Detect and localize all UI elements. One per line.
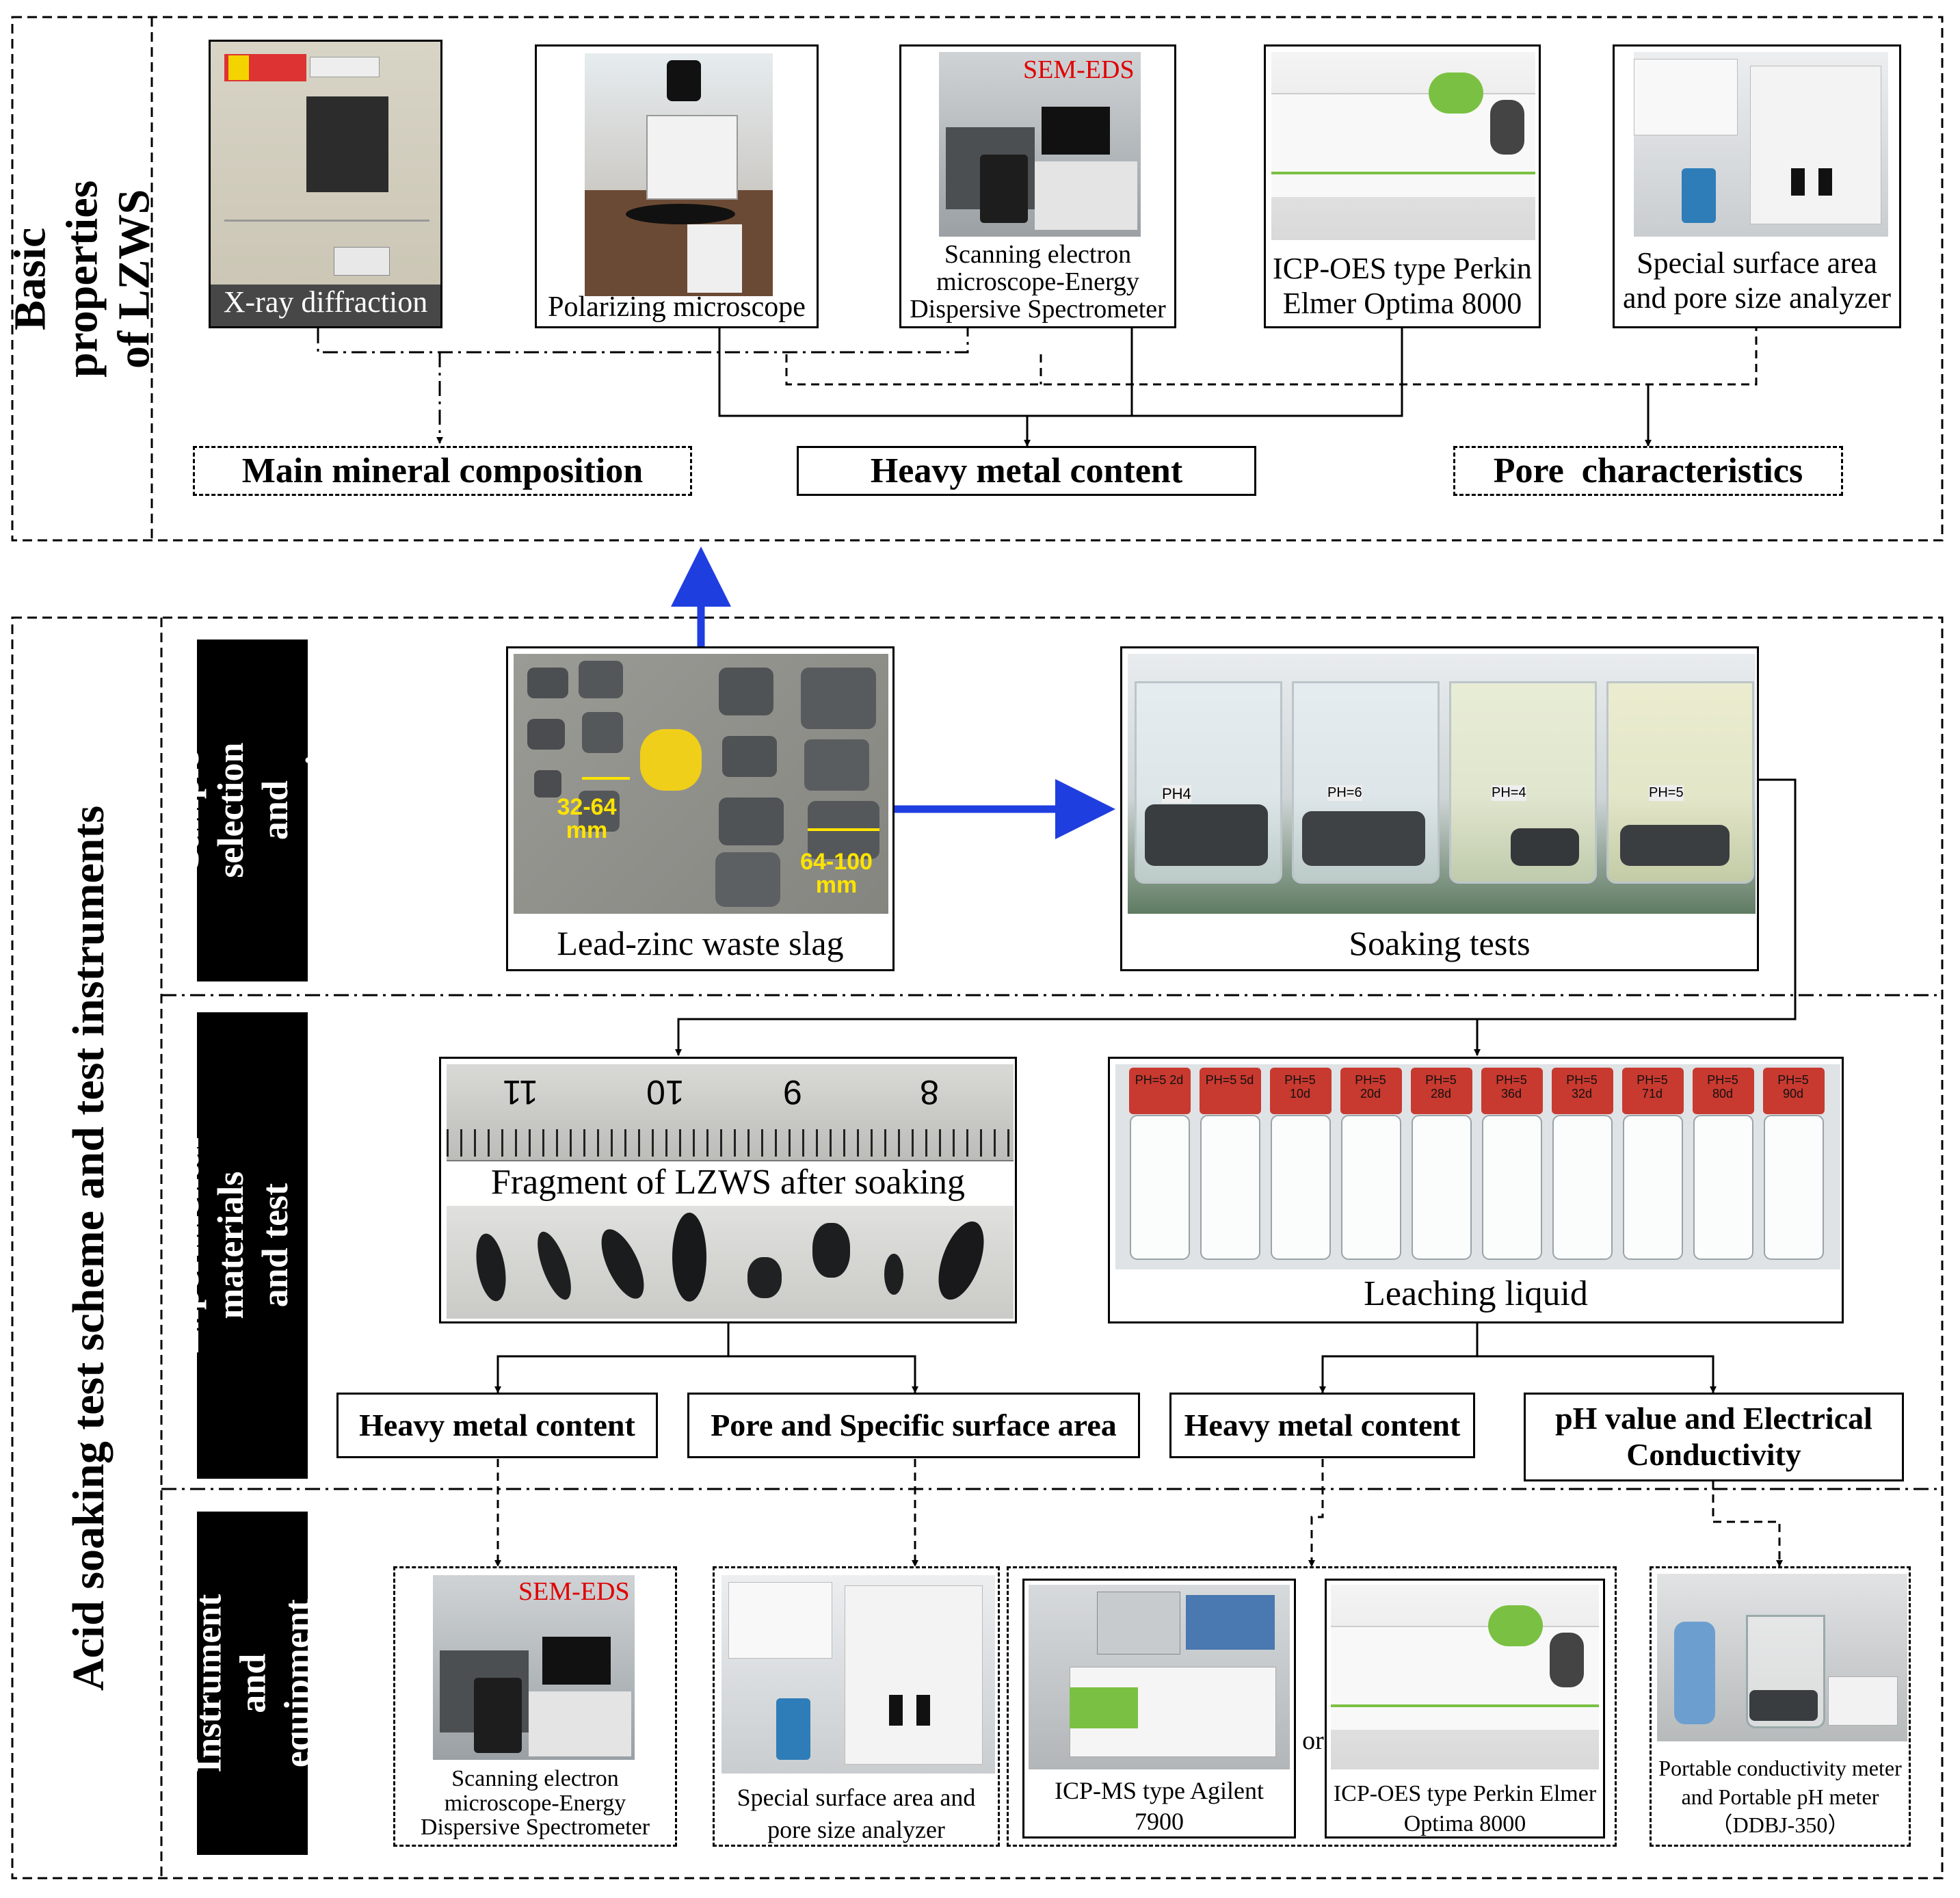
soaking-caption: Soaking tests	[1349, 923, 1531, 962]
vial-label-8: PH=5 71d	[1637, 1073, 1668, 1100]
ph-ec-label: pH value and Electrical Conductivity	[1555, 1401, 1872, 1472]
surface-area-top-photo: Special surface area and pore size analy…	[1613, 44, 1901, 328]
portable-meter-caption: Portable conductivity meter and Portable…	[1658, 1756, 1902, 1838]
sem-top-caption: Scanning electron microscope-Energy Disp…	[910, 240, 1166, 324]
ruler-tick-9: 9	[783, 1073, 802, 1111]
polarizing-microscope-image	[585, 53, 773, 296]
vial-label-9: PH=5 80d	[1707, 1073, 1738, 1100]
icp-oes-bottom-caption: ICP-OES type Perkin Elmer Optima 8000	[1333, 1781, 1597, 1837]
sem-bottom-tag: SEM-EDS	[518, 1577, 630, 1606]
soaking-image	[1128, 654, 1756, 914]
heavy-metal-links	[718, 328, 1403, 447]
polarizing-caption: Polarizing microscope	[548, 291, 806, 323]
leach-to-tests	[1321, 1323, 1714, 1390]
ruler-tick-11: 11	[503, 1073, 538, 1111]
heavy-metal-top-box: Heavy metal content	[797, 446, 1256, 496]
heavy-metal-top-label: Heavy metal content	[870, 451, 1183, 490]
slag-image	[514, 654, 888, 914]
leaching-photo: PH=5 2d PH=5 5d PH=5 10d PH=5 20d PH=5 2…	[1108, 1057, 1844, 1323]
soaking-photo: PH4 PH=6 PH=4 PH=5 Soaking tests	[1120, 646, 1759, 971]
mineral-composition-label: Main mineral composition	[241, 451, 644, 490]
pore-surface-box: Pore and Specific surface area	[687, 1393, 1140, 1458]
beaker-label-1: PH4	[1162, 785, 1191, 803]
sem-bottom-caption: Scanning electron microscope-Energy Disp…	[420, 1766, 650, 1841]
fragment-caption: Fragment of LZWS after soaking	[447, 1161, 1009, 1204]
slag-size-small: 32-64 mm	[557, 794, 617, 843]
icp-oes-bottom-photo: ICP-OES type Perkin Elmer Optima 8000	[1325, 1579, 1605, 1838]
xrd-cabinet-image	[211, 42, 440, 326]
heavy-metal-fragment-label: Heavy metal content	[359, 1407, 635, 1442]
beaker-label-4: PH=5	[1649, 785, 1684, 801]
vial-label-5: PH=5 28d	[1425, 1073, 1457, 1100]
label-sample-selection: Sample selection and preparation	[165, 640, 339, 981]
vial-label-2: PH=5 5d	[1205, 1073, 1254, 1087]
xrd-photo: X-ray diffraction	[209, 40, 442, 328]
pore-surface-label: Pore and Specific surface area	[711, 1407, 1117, 1442]
fragment-photo: 11 10 9 8 Fragment of LZWS after soaking	[439, 1057, 1017, 1323]
icp-ms-image	[1029, 1585, 1290, 1769]
polarizing-photo: Polarizing microscope	[535, 44, 819, 328]
fragments-image	[447, 1206, 1014, 1319]
vial-label-3: PH=5 10d	[1284, 1073, 1316, 1100]
label-acid-soaking: Acid soaking test scheme and test instru…	[64, 805, 114, 1691]
mineral-links	[317, 328, 969, 444]
xrd-caption: X-ray diffraction	[223, 285, 428, 319]
icp-ms-photo: ICP-MS type Agilent 7900	[1022, 1579, 1296, 1838]
or-label: or	[1302, 1726, 1324, 1755]
surface-area-bottom-photo: Special surface area and pore size analy…	[713, 1566, 1000, 1847]
heavy-metal-leach-box: Heavy metal content	[1169, 1393, 1475, 1458]
surface-area-bottom-image	[721, 1575, 995, 1774]
pore-characteristics-box: Pore characteristics	[1453, 446, 1843, 496]
slag-size-large: 64-100 mm	[800, 849, 873, 898]
sem-bottom-image	[433, 1575, 635, 1760]
beaker-label-3: PH=4	[1492, 785, 1526, 801]
vial-label-6: PH=5 36d	[1496, 1073, 1527, 1100]
label-instrument-equipment: Instrument and equipment	[187, 1512, 317, 1855]
mineral-composition-box: Main mineral composition	[193, 446, 692, 496]
icp-ms-caption: ICP-MS type Agilent 7900	[1054, 1777, 1264, 1835]
slag-caption: Lead-zinc waste slag	[557, 923, 844, 962]
label-experimental-materials: Experimental materials and test contents	[165, 1012, 339, 1479]
arrow-heads-materials	[675, 1036, 1481, 1056]
beaker-label-2: PH=6	[1327, 785, 1362, 801]
vial-label-1: PH=5 2d	[1135, 1073, 1184, 1087]
vial-label-7: PH=5 32d	[1566, 1073, 1598, 1100]
pore-characteristics-label: Pore characteristics	[1493, 451, 1803, 490]
icp-oes-top-image	[1271, 52, 1535, 240]
vial-label-4: PH=5 20d	[1355, 1073, 1386, 1100]
pore-links	[785, 328, 1758, 386]
surface-area-bottom-caption: Special surface area and pore size analy…	[737, 1784, 976, 1843]
heavy-metal-fragment-box: Heavy metal content	[336, 1393, 658, 1458]
vials-svg	[1129, 1068, 1825, 1260]
portable-meter-photo: Portable conductivity meter and Portable…	[1650, 1566, 1911, 1847]
icp-oes-top-caption: ICP-OES type Perkin Elmer Optima 8000	[1273, 252, 1532, 320]
sem-top-tag: SEM-EDS	[1023, 55, 1135, 84]
sem-top-photo: SEM-EDS Scanning electron microscope-Ene…	[899, 44, 1176, 328]
leaching-caption: Leaching liquid	[1364, 1274, 1588, 1314]
heavy-metal-leach-label: Heavy metal content	[1184, 1407, 1461, 1442]
ruler-tick-10: 10	[646, 1073, 685, 1111]
surface-area-top-image	[1634, 52, 1888, 237]
ph-ec-box: pH value and Electrical Conductivity	[1524, 1393, 1904, 1481]
sem-top-image	[939, 52, 1141, 237]
label-basic-properties: Basic properties of LZWS	[5, 180, 159, 378]
portable-meter-image	[1657, 1574, 1907, 1741]
slag-photo: 32-64 mm 64-100 mm Lead-zinc waste slag	[506, 646, 895, 971]
icp-oes-bottom-image	[1331, 1585, 1599, 1769]
vial-label-10: PH=5 90d	[1777, 1073, 1809, 1100]
fragment-to-tests	[496, 1323, 916, 1390]
icp-oes-top-photo: ICP-OES type Perkin Elmer Optima 8000	[1264, 44, 1541, 328]
sem-bottom-photo: SEM-EDS Scanning electron microscope-Ene…	[393, 1566, 677, 1847]
ruler-tick-8: 8	[920, 1073, 939, 1111]
test-arrow-heads	[494, 1375, 1717, 1393]
icp-group: ICP-MS type Agilent 7900 or ICP-OES type…	[1007, 1566, 1617, 1847]
surface-area-top-caption: Special surface area and pore size analy…	[1622, 246, 1892, 315]
vials-image	[1115, 1064, 1840, 1269]
ruler-image	[447, 1064, 1014, 1161]
